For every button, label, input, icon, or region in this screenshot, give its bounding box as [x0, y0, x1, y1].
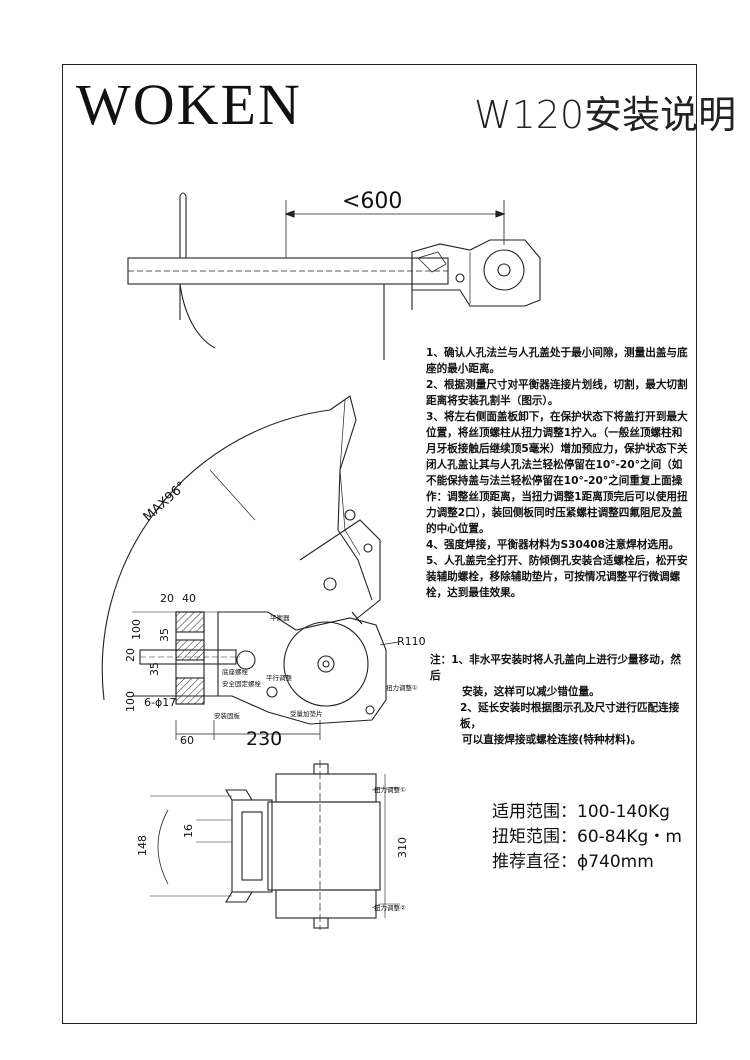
dim-radius: R110 [397, 635, 426, 648]
spec-diameter: 推荐直径：ϕ740mm [492, 852, 654, 872]
dim-max-angle: MAX96° [141, 479, 190, 525]
label-bolt-plate: 安装固板 [214, 711, 241, 720]
instruction-5: 5、人孔盖完全打开、防倾倒孔安装合适螺栓后，松开安装辅助螺栓，移除辅助垫片，可按… [426, 555, 688, 599]
installation-instructions: 1、确认人孔法兰与人孔盖处于最小间隙，测量出盖与底座的最小距离。 2、根据测量尺… [426, 345, 688, 601]
dim-20a: 20 [160, 592, 174, 605]
instruction-4: 4、强度焊接，平衡器材料为S30408注意焊材选用。 [426, 539, 680, 551]
dim-100b: 100 [124, 691, 137, 712]
label-fit-bolt: 安全固定螺栓 [222, 679, 262, 688]
notes: 注：1、非水平安装时将人孔盖向上进行少量移动，然后 安装，这样可以减少错位量。 … [430, 652, 690, 748]
dim-230: 230 [246, 728, 282, 750]
dim-20b: 20 [124, 648, 137, 662]
instruction-3: 3、将左右侧面盖板卸下，在保护状态下将盖打开到最大位置，将丝顶螺柱从扭力调整1拧… [426, 411, 688, 535]
specifications: 适用范围：100-140Kg 扭矩范围：60-84Kg・m 推荐直径：ϕ740m… [492, 800, 682, 875]
dim-310: 310 [396, 837, 409, 858]
label-hole-plate: 受量加垫片 [290, 709, 323, 718]
note-2-cont: 可以直接焊接或螺栓连接(特种材料)。 [462, 734, 642, 746]
spec-torque: 扭矩范围：60-84Kg・m [492, 827, 682, 847]
dim-40: 40 [182, 592, 196, 605]
label-fit-plate: 平行调整 [266, 673, 293, 682]
dim-top-length: <600 [342, 189, 402, 214]
note-1-cont: 安装，这样可以减少错位量。 [462, 686, 600, 698]
label-seat: 底座螺栓 [222, 667, 249, 676]
dim-35b: 35 [158, 628, 171, 642]
spec-weight: 适用范围：100-140Kg [492, 802, 670, 822]
dim-hole: 6-ϕ17 [144, 696, 176, 709]
dim-16: 16 [182, 824, 195, 838]
dim-35a: 35 [148, 662, 161, 676]
document-title: W120安装说明 [474, 93, 737, 137]
drawing-frame [62, 64, 697, 1024]
dim-148: 148 [136, 835, 149, 856]
label-adj2-side: 扭力调整② [374, 903, 406, 912]
note-2: 2、延长安装时根据图示孔及尺寸进行匹配连接板， [460, 702, 680, 730]
notes-prefix: 注： [430, 654, 452, 666]
dim-60: 60 [180, 734, 194, 747]
label-leveler: 平衡器 [270, 613, 290, 622]
brand-logo-text: WOKEN [76, 72, 302, 137]
label-adjust1: 扭力调整① [386, 683, 418, 692]
dim-100a: 100 [130, 619, 143, 640]
side-view: MAX96° R110 [101, 395, 426, 750]
instruction-2: 2、根据测量尺寸对平衡器连接片划线，切割，最大切割距离将安装孔割半（图示）。 [426, 379, 688, 407]
label-adj1-side: 扭力调整① [374, 785, 406, 794]
instruction-1: 1、确认人孔法兰与人孔盖处于最小间隙，测量出盖与底座的最小距离。 [426, 347, 688, 375]
top-view: <600 [127, 189, 541, 360]
note-1: 1、非水平安装时将人孔盖向上进行少量移动，然后 [430, 654, 682, 682]
front-view: 16 148 310 扭力调整① 扭力调整② [136, 760, 409, 930]
